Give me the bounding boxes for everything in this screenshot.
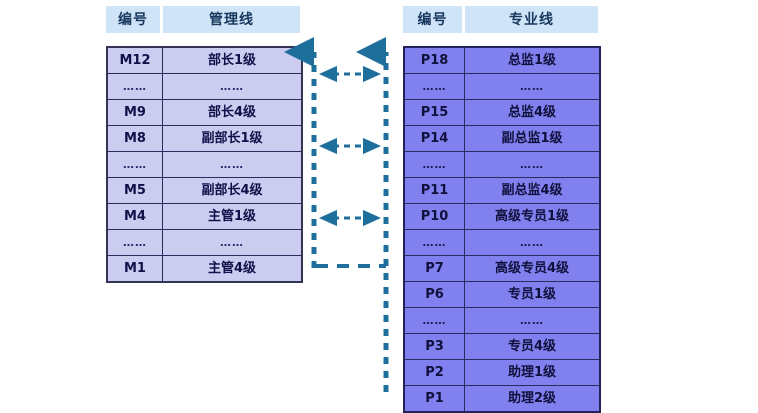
management-header-name: 管理线 (163, 6, 300, 33)
management-code-cell: M5 (106, 177, 163, 204)
professional-code-cell: …… (403, 229, 465, 256)
management-code-cell: …… (106, 151, 163, 178)
professional-code-cell: P18 (403, 46, 465, 74)
professional-code-cell: …… (403, 151, 465, 178)
professional-name-cell: 总监4级 (464, 99, 601, 126)
management-name-cell: 主管1级 (162, 203, 303, 230)
professional-header-name: 专业线 (465, 6, 598, 33)
professional-name-cell: 高级专员4级 (464, 255, 601, 282)
management-code-cell: M12 (106, 46, 163, 74)
management-name-cell: …… (162, 73, 303, 100)
table-row: ………… (403, 73, 601, 100)
professional-code-cell: P1 (403, 385, 465, 413)
professional-code-cell: P15 (403, 99, 465, 126)
management-name-cell: …… (162, 151, 303, 178)
table-row: ………… (106, 73, 303, 100)
professional-name-cell: 副总监4级 (464, 177, 601, 204)
professional-name-cell: 助理2级 (464, 385, 601, 413)
management-name-cell: 副部长4级 (162, 177, 303, 204)
professional-code-cell: P14 (403, 125, 465, 152)
table-row: ………… (403, 229, 601, 256)
professional-code-cell: P6 (403, 281, 465, 308)
professional-code-cell: P7 (403, 255, 465, 282)
professional-code-cell: P3 (403, 333, 465, 360)
management-code-cell: …… (106, 229, 163, 256)
professional-name-cell: …… (464, 73, 601, 100)
management-code-cell: M9 (106, 99, 163, 126)
professional-name-cell: …… (464, 151, 601, 178)
professional-name-cell: 助理1级 (464, 359, 601, 386)
management-name-cell: 主管4级 (162, 255, 303, 283)
management-name-cell: 部长1级 (162, 46, 303, 74)
professional-name-cell: …… (464, 229, 601, 256)
professional-name-cell: 副总监1级 (464, 125, 601, 152)
professional-code-cell: …… (403, 307, 465, 334)
management-name-cell: …… (162, 229, 303, 256)
professional-name-cell: 高级专员1级 (464, 203, 601, 230)
professional-name-cell: …… (464, 307, 601, 334)
professional-code-cell: P11 (403, 177, 465, 204)
management-code-cell: M1 (106, 255, 163, 283)
professional-name-cell: 专员1级 (464, 281, 601, 308)
professional-code-cell: P2 (403, 359, 465, 386)
management-code-cell: …… (106, 73, 163, 100)
table-row: ………… (403, 307, 601, 334)
management-header-code: 编号 (106, 6, 160, 33)
professional-code-cell: P10 (403, 203, 465, 230)
professional-header-code: 编号 (403, 6, 462, 33)
professional-code-cell: …… (403, 73, 465, 100)
management-name-cell: 副部长1级 (162, 125, 303, 152)
table-row: ………… (106, 229, 303, 256)
professional-name-cell: 总监1级 (464, 46, 601, 74)
table-row: ………… (403, 151, 601, 178)
management-name-cell: 部长4级 (162, 99, 303, 126)
professional-name-cell: 专员4级 (464, 333, 601, 360)
table-row: ………… (106, 151, 303, 178)
management-code-cell: M4 (106, 203, 163, 230)
management-code-cell: M8 (106, 125, 163, 152)
